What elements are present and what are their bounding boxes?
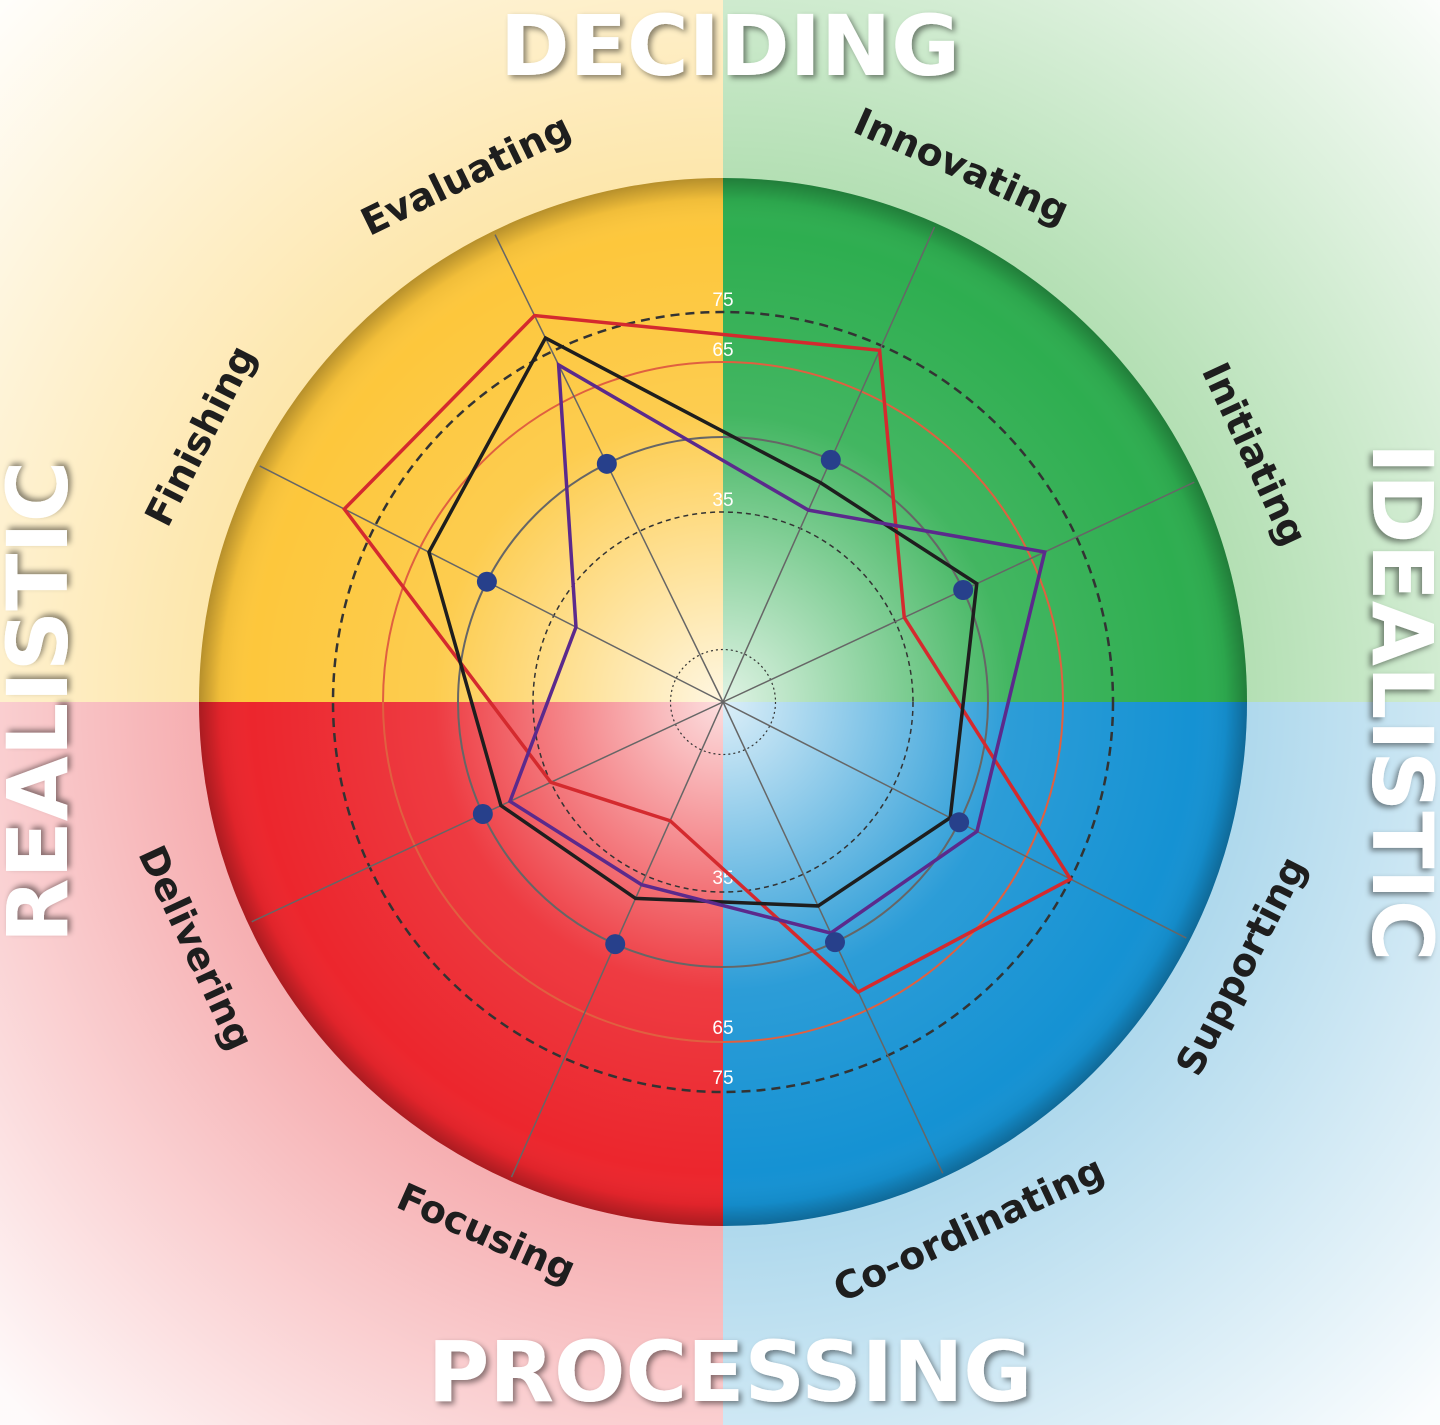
- quadrant-title-realistic: REALISTIC: [0, 461, 87, 944]
- data-point-initiating: [953, 580, 974, 601]
- ring-label-top: 65: [712, 340, 733, 361]
- data-point-finishing: [476, 571, 497, 592]
- ring-label-bottom: 75: [712, 1068, 733, 1089]
- ring-label-top: 75: [712, 290, 733, 311]
- ring-75: [331, 310, 1115, 1094]
- quadrant-title-idealistic: IDEALISTIC: [1353, 443, 1440, 962]
- ring-7.5: [669, 648, 777, 756]
- quadrant-title-processing: PROCESSING: [428, 1323, 1032, 1421]
- ring-label-bottom: 65: [712, 1018, 733, 1039]
- data-point-focusing: [605, 934, 626, 955]
- quadrant-title-deciding: DECIDING: [500, 0, 960, 95]
- ring-65: [382, 361, 1064, 1043]
- data-point-co-ordinating: [824, 932, 845, 953]
- data-point-evaluating: [596, 453, 617, 474]
- ring-35: [532, 511, 914, 893]
- data-point-supporting: [949, 812, 970, 833]
- data-point-innovating: [820, 449, 841, 470]
- ring-50: [457, 436, 989, 968]
- data-point-delivering: [472, 803, 493, 824]
- ring-label-top: 35: [712, 490, 733, 511]
